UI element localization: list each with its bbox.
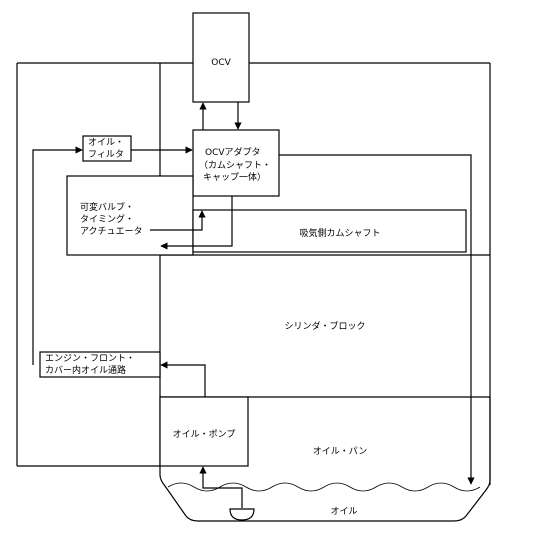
ocv-adapter-box <box>192 129 280 197</box>
intake-camshaft-label: 吸気側カムシャフト <box>299 229 381 239</box>
vvt-actuator-label-2: タイミング・ <box>80 215 135 225</box>
ocv-adapter-label-1: OCVアダプタ <box>205 148 261 158</box>
arrow-passage-to-filter <box>32 146 83 365</box>
arrow-strainer-to-pump <box>199 466 243 508</box>
arrow-actuator-to-adapter <box>150 210 206 231</box>
cylinder-block-label: シリンダ・ブロック <box>284 322 366 332</box>
arrow-adapter-to-oil-pan <box>279 154 475 485</box>
oil-filter-label-1: オイル・ <box>88 138 125 148</box>
oil-filter-box <box>82 135 132 162</box>
ocv-adapter-label-2: （カムシャフト・ <box>199 161 272 171</box>
oil-filter-label-2: フィルタ <box>88 150 124 160</box>
oil-pump-box <box>159 396 249 467</box>
front-cover-passage-label-1: エンジン・フロント・ <box>45 354 136 364</box>
oil-pan-outline <box>159 397 491 522</box>
oil-surface-wave <box>167 482 481 492</box>
front-cover-passage-label-2: カバー内オイル通路 <box>45 366 127 376</box>
ocv-adapter-label-3: キャップ一体） <box>203 173 267 183</box>
intake-camshaft-box <box>192 209 467 253</box>
vvt-actuator-box <box>66 175 194 256</box>
vvt-actuator-label-3: アクチュエータ <box>80 227 143 237</box>
arrow-pump-to-passage <box>160 361 206 397</box>
engine-outline <box>16 62 491 485</box>
oil-label: オイル <box>330 507 358 517</box>
ocv-box <box>192 12 250 103</box>
oil-pump-label: オイル・ポンプ <box>172 430 236 440</box>
vvt-actuator-label-1: 可変バルブ・ <box>80 203 135 213</box>
front-cover-passage-box <box>39 351 161 378</box>
arrow-adapter-to-actuator <box>160 196 233 250</box>
oil-pan-label: オイル・パン <box>312 447 368 457</box>
ocv-label: OCV <box>211 58 231 68</box>
oil-strainer <box>229 508 255 521</box>
